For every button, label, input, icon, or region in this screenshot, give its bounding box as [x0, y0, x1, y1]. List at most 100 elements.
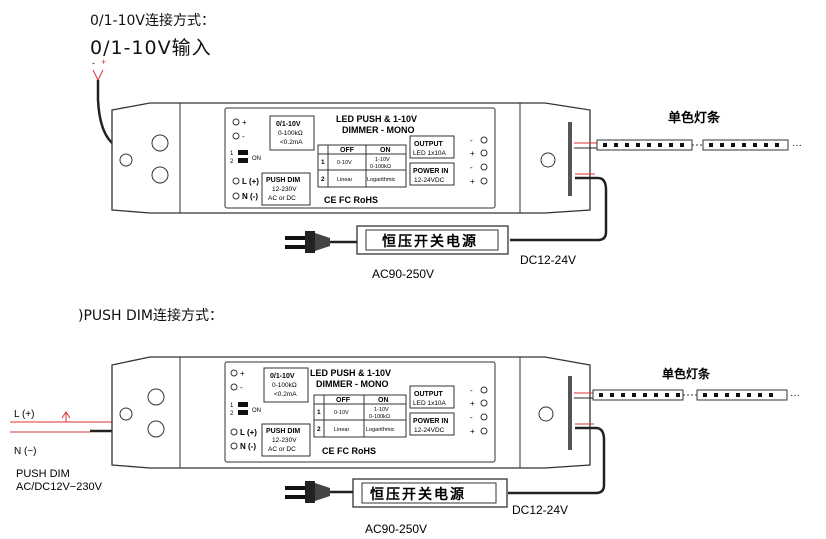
module2-certs: CE FC RoHS	[322, 446, 376, 456]
input2-box-line3: <0.2mA	[274, 391, 297, 398]
diagram2-dc-label: DC12-24V	[512, 503, 568, 517]
table-row2-num: 2	[321, 176, 325, 183]
switch2-num-1: 1	[230, 403, 234, 409]
input2-box-line1: 0/1-10V	[270, 373, 295, 380]
diagram1-ac-label: AC90-250V	[372, 267, 434, 281]
diagram1-ac-plug	[285, 231, 357, 253]
module-title-line1: LED PUSH & 1-10V	[336, 114, 417, 124]
diagram1-input-plus: +	[101, 57, 106, 67]
table-row2-off: Linear	[337, 177, 352, 183]
output-box-line2: LED 1x10A	[413, 150, 447, 157]
diagram1-strip-label: 单色灯条	[668, 110, 721, 125]
push-box-line2: 12-230V	[272, 186, 297, 193]
right-terminal-4: +	[470, 177, 475, 186]
switch2-on-label: ON	[252, 408, 261, 414]
diagram1-input-minus: -	[92, 58, 95, 68]
diagram1-dc-label: DC12-24V	[520, 253, 576, 267]
diagram1-psu-label: 恒压开关电源	[382, 233, 478, 249]
diagram2-psu-label: 恒压开关电源	[370, 486, 466, 502]
table2-row2-off: Linear	[334, 427, 349, 433]
output2-box-line2: LED 1x10A	[413, 400, 447, 407]
module-certs: CE FC RoHS	[324, 195, 378, 205]
diagram2-module-labels: LED PUSH & 1-10V DIMMER - MONO 0/1-10V 0…	[230, 367, 455, 457]
diagram1-module-labels: LED PUSH & 1-10V DIMMER - MONO 0/1-10V 0…	[230, 114, 455, 206]
push-box-line3: AC or DC	[268, 195, 296, 202]
table2-row2-on1: Logarithmic	[366, 427, 395, 433]
left2-terminal-minus: -	[240, 383, 243, 392]
diagram2-ac-label: AC90-250V	[365, 522, 427, 536]
diagram2-ac-plug	[285, 481, 353, 503]
module2-title-line1: LED PUSH & 1-10V	[310, 368, 391, 378]
diagram1-left-terminals: + - L (+) N (-)	[232, 118, 259, 201]
diagram2-strip-ellipsis: ···	[790, 390, 800, 401]
left-terminal-minus: -	[242, 132, 245, 141]
diagram2-svg: L (+) N (−) PUSH DIM AC/DC12V−230V LED P…	[10, 356, 800, 536]
table-row1-on1: 1-10V	[375, 157, 390, 163]
input2-box-line2: 0-100kΩ	[272, 382, 297, 389]
left-terminal-plus: +	[242, 118, 247, 127]
push2-box-line3: AC or DC	[268, 446, 296, 453]
right2-terminal-3: -	[470, 413, 473, 422]
diagram2-psu	[352, 478, 508, 508]
right2-terminal-1: -	[470, 386, 473, 395]
power2-box-line1: POWER IN	[413, 418, 448, 425]
switch-on-label: ON	[252, 156, 261, 162]
right2-terminal-4: +	[470, 427, 475, 436]
diagram2-l-label: L (+)	[14, 409, 34, 420]
table-row2-on1: Logarithmic	[367, 177, 396, 183]
table-header-on: ON	[380, 147, 391, 154]
diagram1-led-strip	[574, 139, 789, 151]
push2-box-line2: 12-230V	[272, 437, 297, 444]
diagram2-dc-wire	[508, 426, 606, 495]
table-header-off: OFF	[340, 147, 355, 154]
left2-terminal-n: N (-)	[240, 442, 256, 451]
module2-title-line2: DIMMER - MONO	[316, 379, 389, 389]
diagram2-n-label: N (−)	[14, 446, 37, 457]
diagram2-caption: )PUSH DIM连接方式：	[78, 308, 224, 324]
input-box-line1: 0/1-10V	[276, 121, 301, 128]
power2-box-line2: 12-24VDC	[414, 427, 445, 434]
diagram2-strip-label: 单色灯条	[662, 366, 711, 381]
diagram2-push-dim-line1: PUSH DIM	[16, 468, 70, 480]
table2-row1-on1: 1-10V	[374, 407, 389, 413]
table-row1-num: 1	[321, 159, 325, 166]
table2-header-on: ON	[378, 397, 389, 404]
diagram1-dc-wire	[510, 176, 608, 242]
right-terminal-1: -	[470, 136, 473, 145]
power-box-line2: 12-24VDC	[414, 177, 445, 184]
left-terminal-n: N (-)	[242, 192, 258, 201]
table-row1-on2: 0-100kΩ	[370, 164, 391, 170]
table2-row1-on2: 0-100kΩ	[369, 414, 390, 420]
diagram2-push-dim-line2: AC/DC12V−230V	[16, 481, 103, 493]
diagram1-caption-large: 0/1-10V输入	[90, 37, 212, 59]
table2-header-off: OFF	[336, 397, 351, 404]
table2-row2-num: 2	[317, 426, 321, 433]
switch2-num-2: 2	[230, 411, 234, 417]
module-title-line2: DIMMER - MONO	[342, 125, 415, 135]
diagram1-caption-small: 0/1-10V连接方式：	[90, 13, 215, 29]
right-terminal-2: +	[470, 149, 475, 158]
diagram1-svg: - + LED PUSH & 1-10V DIMMER - MONO 0/1-1…	[92, 57, 802, 281]
table2-row1-off: 0-10V	[334, 410, 349, 416]
switch-num-1: 1	[230, 151, 234, 157]
output-box-line1: OUTPUT	[414, 141, 444, 148]
diagram2-left-terminals: + - L (+) N (-)	[230, 369, 257, 451]
table-row1-off: 0-10V	[337, 160, 352, 166]
left2-terminal-plus: +	[240, 369, 245, 378]
diagram2-right-terminals: - + - +	[470, 386, 488, 436]
input-box-line2: 0-100kΩ	[278, 130, 303, 137]
left2-terminal-l: L (+)	[240, 428, 257, 437]
output2-box-line1: OUTPUT	[414, 391, 444, 398]
table2-row1-num: 1	[317, 409, 321, 416]
push-box-line1: PUSH DIM	[266, 177, 300, 184]
right-terminal-3: -	[470, 163, 473, 172]
diagram1-strip-ellipsis: ···	[792, 140, 802, 151]
switch-num-2: 2	[230, 159, 234, 165]
input-box-line3: <0.2mA	[280, 139, 303, 146]
push2-box-line1: PUSH DIM	[266, 428, 300, 435]
power-box-line1: POWER IN	[413, 168, 448, 175]
left-terminal-l: L (+)	[242, 177, 259, 186]
right2-terminal-2: +	[470, 399, 475, 408]
diagram1-right-terminals: - + - +	[470, 136, 488, 186]
